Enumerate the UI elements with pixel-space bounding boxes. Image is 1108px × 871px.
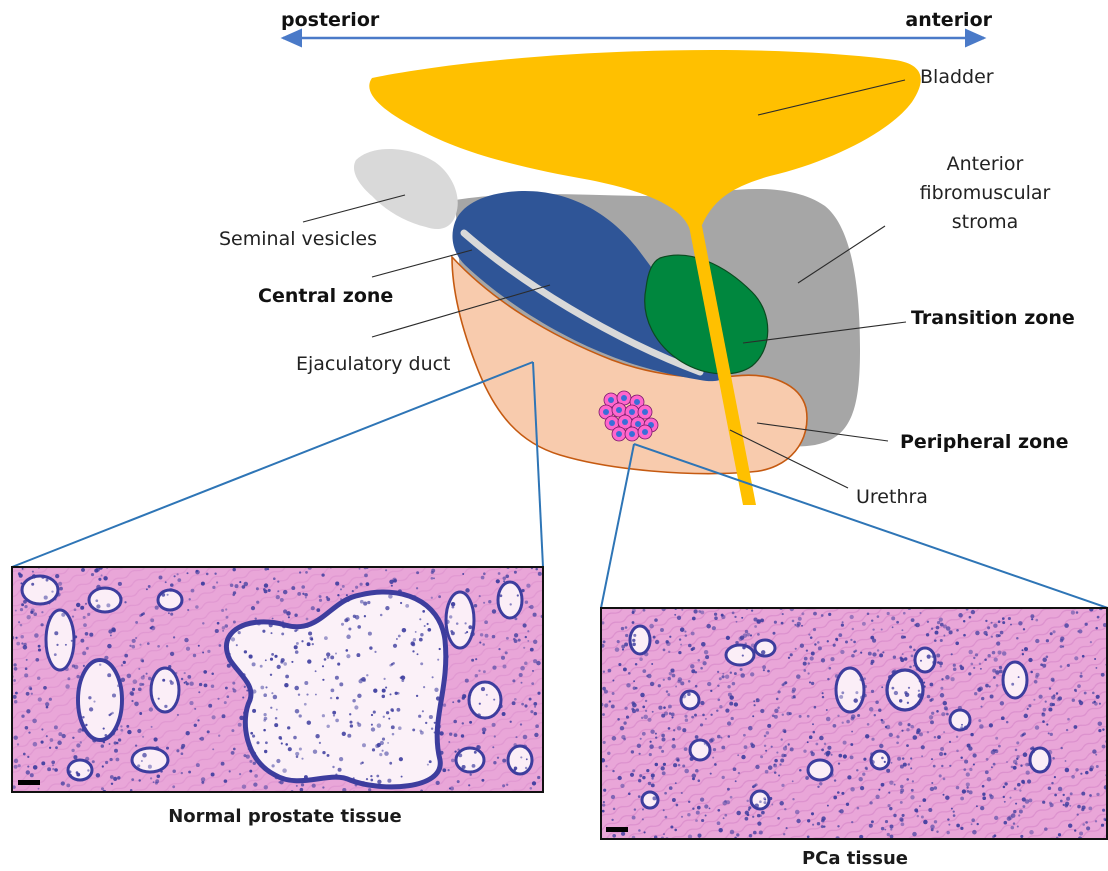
pca-tissue-micrograph [600,606,1108,841]
pca-tissue-caption: PCa tissue [802,848,908,869]
anatomy [354,50,921,505]
urethra-label: Urethra [856,486,928,508]
normal-tissue-caption: Normal prostate tissue [168,806,402,827]
zoom-line-pca-right [634,444,1108,608]
central-zone-label: Central zone [258,285,393,307]
anterior-label: anterior [905,9,992,31]
posterior-label: posterior [281,9,380,31]
ejaculatory-duct-label: Ejaculatory duct [296,353,451,375]
seminal-vesicles-shape [354,149,458,229]
normal-tissue-micrograph [10,565,543,793]
zoom-line-normal-left [12,362,533,567]
pca-scale-bar [606,827,628,832]
anterior-stroma-label-line3: stroma [952,211,1019,233]
bladder-label: Bladder [920,66,994,88]
peripheral-zone-label: Peripheral zone [900,431,1069,453]
normal-scale-bar [18,780,40,785]
anterior-stroma-label-line2: fibromuscular [920,182,1051,204]
zoom-line-pca-left [601,444,634,608]
orientation-axis: posterior anterior [281,9,993,38]
anterior-stroma-label-line1: Anterior [947,153,1024,175]
transition-zone-label: Transition zone [911,307,1075,329]
seminal-vesicles-label: Seminal vesicles [219,228,377,250]
